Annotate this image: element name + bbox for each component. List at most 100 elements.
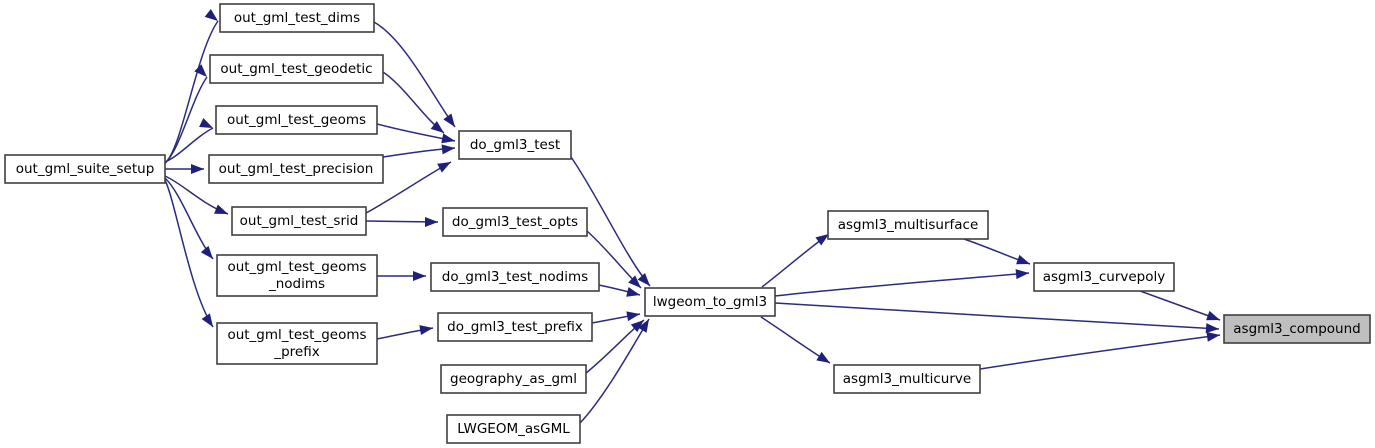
arrow-head-icon bbox=[1206, 331, 1220, 342]
arrow-head-icon bbox=[204, 9, 218, 21]
node-out_gml_test_srid[interactable]: out_gml_test_srid bbox=[231, 206, 367, 236]
arrow-head-icon bbox=[425, 217, 438, 227]
edge-out_gml_suite_setup-to-out_gml_test_geoms bbox=[164, 127, 214, 163]
node-box-out_gml_test_srid[interactable] bbox=[231, 206, 367, 236]
arrow-head-icon bbox=[191, 164, 204, 174]
arrow-head-icon bbox=[441, 144, 455, 155]
node-box-asgml3_compound[interactable] bbox=[1223, 314, 1371, 344]
node-out_gml_test_geodetic[interactable]: out_gml_test_geodetic bbox=[209, 54, 384, 84]
node-label-asgml3_compound: asgml3_compound bbox=[1233, 321, 1360, 337]
node-out_gml_test_geoms[interactable]: out_gml_test_geoms bbox=[215, 105, 378, 135]
node-label-lwgeom_to_gml3: lwgeom_to_gml3 bbox=[653, 294, 767, 310]
node-box-asgml3_curvepoly[interactable] bbox=[1033, 262, 1175, 292]
arrow-head-icon bbox=[816, 351, 830, 363]
node-box-out_gml_test_geoms_prefix[interactable] bbox=[216, 322, 378, 365]
node-box-out_gml_test_geoms[interactable] bbox=[215, 105, 378, 135]
node-label-out_gml_test_geoms: out_gml_test_geoms bbox=[227, 112, 366, 128]
node-label-out_gml_test_dims: out_gml_test_dims bbox=[234, 10, 360, 26]
arrow-head-icon bbox=[630, 320, 644, 333]
node-label-do_gml3_test: do_gml3_test bbox=[470, 137, 560, 153]
node-box-do_gml3_test[interactable] bbox=[458, 130, 572, 160]
edge-out_gml_suite_setup-to-out_gml_test_geoms_nodims bbox=[164, 177, 214, 260]
node-do_gml3_test_nodims[interactable]: do_gml3_test_nodims bbox=[430, 262, 600, 292]
node-label-out_gml_test_precision: out_gml_test_precision bbox=[219, 161, 374, 177]
arrow-head-icon bbox=[626, 311, 640, 322]
node-out_gml_test_precision[interactable]: out_gml_test_precision bbox=[208, 154, 384, 184]
node-do_gml3_test_opts[interactable]: do_gml3_test_opts bbox=[442, 207, 588, 237]
node-do_gml3_test[interactable]: do_gml3_test bbox=[458, 130, 572, 160]
arrow-head-icon bbox=[626, 287, 640, 297]
node-label-out_gml_test_geoms_nodims: out_gml_test_geoms bbox=[227, 259, 366, 275]
node-box-asgml3_multisurface[interactable] bbox=[827, 210, 989, 240]
edge-do_gml3_test-to-lwgeom_to_gml3 bbox=[570, 156, 651, 287]
edge-out_gml_test_dims-to-do_gml3_test bbox=[373, 21, 456, 128]
edge-layer bbox=[164, 9, 1221, 424]
node-label-geography_as_gml: geography_as_gml bbox=[450, 371, 577, 387]
node-label-out_gml_test_geoms_prefix: out_gml_test_geoms bbox=[227, 327, 366, 343]
node-label-asgml3_multicurve: asgml3_multicurve bbox=[843, 371, 971, 387]
arrow-head-icon bbox=[815, 234, 829, 246]
node-lwgeom_to_gml3[interactable]: lwgeom_to_gml3 bbox=[644, 287, 776, 317]
arrow-head-icon bbox=[1206, 310, 1220, 321]
node-LWGEOM_asGML[interactable]: LWGEOM_asGML bbox=[446, 414, 581, 444]
node-do_gml3_test_prefix[interactable]: do_gml3_test_prefix bbox=[437, 312, 593, 342]
node-label-do_gml3_test_opts: do_gml3_test_opts bbox=[452, 214, 578, 230]
node-box-do_gml3_test_opts[interactable] bbox=[442, 207, 588, 237]
edge-out_gml_suite_setup-to-out_gml_test_geoms_prefix bbox=[164, 179, 214, 328]
node-box-do_gml3_test_nodims[interactable] bbox=[430, 262, 600, 292]
node-label-out_gml_test_geodetic: out_gml_test_geodetic bbox=[220, 61, 372, 77]
arrow-head-icon bbox=[214, 204, 228, 214]
node-label-do_gml3_test_nodims: do_gml3_test_nodims bbox=[442, 269, 588, 285]
node-box-lwgeom_to_gml3[interactable] bbox=[644, 287, 776, 317]
edge-lwgeom_to_gml3-to-asgml3_curvepoly bbox=[774, 272, 1030, 297]
node-geography_as_gml[interactable]: geography_as_gml bbox=[440, 364, 587, 394]
node-label-out_gml_test_geoms_nodims: _nodims bbox=[268, 276, 325, 292]
edge-asgml3_multicurve-to-asgml3_compound bbox=[979, 334, 1221, 370]
node-asgml3_curvepoly[interactable]: asgml3_curvepoly bbox=[1033, 262, 1175, 292]
node-box-LWGEOM_asGML[interactable] bbox=[446, 414, 581, 444]
arrow-head-icon bbox=[200, 245, 213, 259]
node-out_gml_test_geoms_prefix[interactable]: out_gml_test_geoms_prefix bbox=[216, 322, 378, 365]
node-label-LWGEOM_asGML: LWGEOM_asGML bbox=[457, 421, 570, 437]
node-box-out_gml_test_precision[interactable] bbox=[208, 154, 384, 184]
edge-out_gml_suite_setup-to-out_gml_test_geodetic bbox=[164, 76, 208, 164]
node-out_gml_test_geoms_nodims[interactable]: out_gml_test_geoms_nodims bbox=[216, 254, 378, 297]
node-box-geography_as_gml[interactable] bbox=[440, 364, 587, 394]
node-asgml3_multisurface[interactable]: asgml3_multisurface bbox=[827, 210, 989, 240]
node-out_gml_suite_setup[interactable]: out_gml_suite_setup bbox=[4, 154, 166, 184]
node-box-out_gml_suite_setup[interactable] bbox=[4, 154, 166, 184]
arrow-head-icon bbox=[443, 113, 455, 127]
arrow-head-icon bbox=[1016, 254, 1030, 265]
arrow-head-icon bbox=[638, 319, 649, 333]
node-asgml3_multicurve[interactable]: asgml3_multicurve bbox=[833, 364, 981, 394]
edge-out_gml_suite_setup-to-out_gml_test_dims bbox=[164, 20, 219, 164]
arrow-head-icon bbox=[199, 117, 213, 128]
arrow-head-icon bbox=[628, 275, 641, 288]
node-box-out_gml_test_dims[interactable] bbox=[219, 3, 375, 33]
node-box-asgml3_multicurve[interactable] bbox=[833, 364, 981, 394]
node-label-do_gml3_test_prefix: do_gml3_test_prefix bbox=[447, 319, 583, 335]
node-label-out_gml_suite_setup: out_gml_suite_setup bbox=[16, 161, 155, 177]
node-out_gml_test_dims[interactable]: out_gml_test_dims bbox=[219, 3, 375, 33]
node-layer: out_gml_suite_setup out_gml_test_dims out_… bbox=[4, 3, 1371, 444]
node-box-out_gml_test_geoms_nodims[interactable] bbox=[216, 254, 378, 297]
node-label-asgml3_multisurface: asgml3_multisurface bbox=[838, 217, 979, 233]
arrow-head-icon bbox=[1205, 323, 1219, 334]
node-box-do_gml3_test_prefix[interactable] bbox=[437, 312, 593, 342]
arrow-head-icon bbox=[430, 121, 444, 133]
edge-lwgeom_to_gml3-to-asgml3_compound bbox=[774, 302, 1220, 330]
arrow-head-icon bbox=[194, 64, 207, 77]
arrow-head-icon bbox=[201, 313, 213, 327]
arrow-head-icon bbox=[441, 133, 455, 144]
arrow-head-icon bbox=[437, 162, 451, 173]
node-asgml3_compound[interactable]: asgml3_compound bbox=[1223, 314, 1371, 344]
arrow-head-icon bbox=[413, 271, 426, 281]
node-box-out_gml_test_geodetic[interactable] bbox=[209, 54, 384, 84]
arrow-head-icon bbox=[419, 325, 433, 335]
node-label-out_gml_test_srid: out_gml_test_srid bbox=[240, 213, 359, 229]
arrow-head-icon bbox=[1015, 269, 1029, 280]
node-label-out_gml_test_geoms_prefix: _prefix bbox=[273, 344, 319, 360]
node-label-asgml3_curvepoly: asgml3_curvepoly bbox=[1043, 269, 1166, 285]
